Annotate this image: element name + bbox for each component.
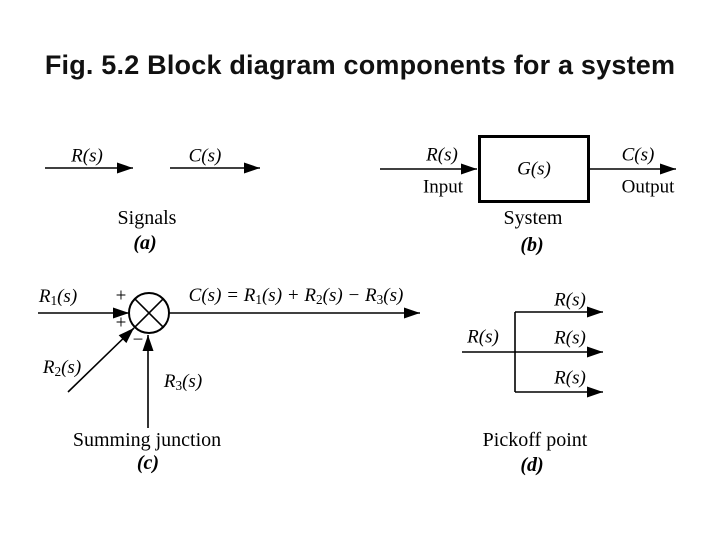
- label-a-rs: R(s): [71, 145, 103, 167]
- summing-junction-cross-line-2: [134, 298, 164, 328]
- summing-input-r2-arrow: [67, 327, 135, 393]
- label-d-rs-top: R(s): [554, 289, 586, 311]
- label-a-cs: C(s): [188, 145, 222, 167]
- system-block: [478, 135, 590, 203]
- tag-d: (d): [520, 454, 544, 476]
- figure-title: Fig. 5.2 Block diagram components for a …: [44, 50, 676, 80]
- caption-signals: Signals: [117, 207, 177, 229]
- label-c-r3: R3(s): [163, 370, 203, 393]
- label-b-output: Output: [621, 176, 675, 198]
- caption-summing-junction: Summing junction: [72, 429, 222, 451]
- tag-b: (b): [520, 234, 544, 256]
- caption-system: System: [503, 207, 563, 229]
- label-b-cs: C(s): [621, 144, 655, 166]
- label-d-rs-input: R(s): [467, 326, 499, 348]
- label-c-r2: R2(s): [42, 356, 82, 379]
- label-b-gs: G(s): [517, 158, 551, 180]
- label-c-equation: C(s) = R1(s) + R2(s) − R3(s): [188, 284, 404, 307]
- label-b-input: Input: [422, 176, 464, 198]
- label-c-r1: R1(s): [38, 285, 78, 308]
- label-d-rs-middle: R(s): [554, 327, 586, 349]
- sign-plus-bottom: +: [115, 312, 127, 334]
- sign-minus: −: [132, 329, 144, 351]
- sign-plus-top: +: [115, 285, 127, 307]
- label-b-rs: R(s): [426, 144, 458, 166]
- tag-c: (c): [136, 452, 160, 474]
- tag-a: (a): [133, 232, 157, 254]
- caption-pickoff-point: Pickoff point: [482, 429, 588, 451]
- label-d-rs-bottom: R(s): [554, 367, 586, 389]
